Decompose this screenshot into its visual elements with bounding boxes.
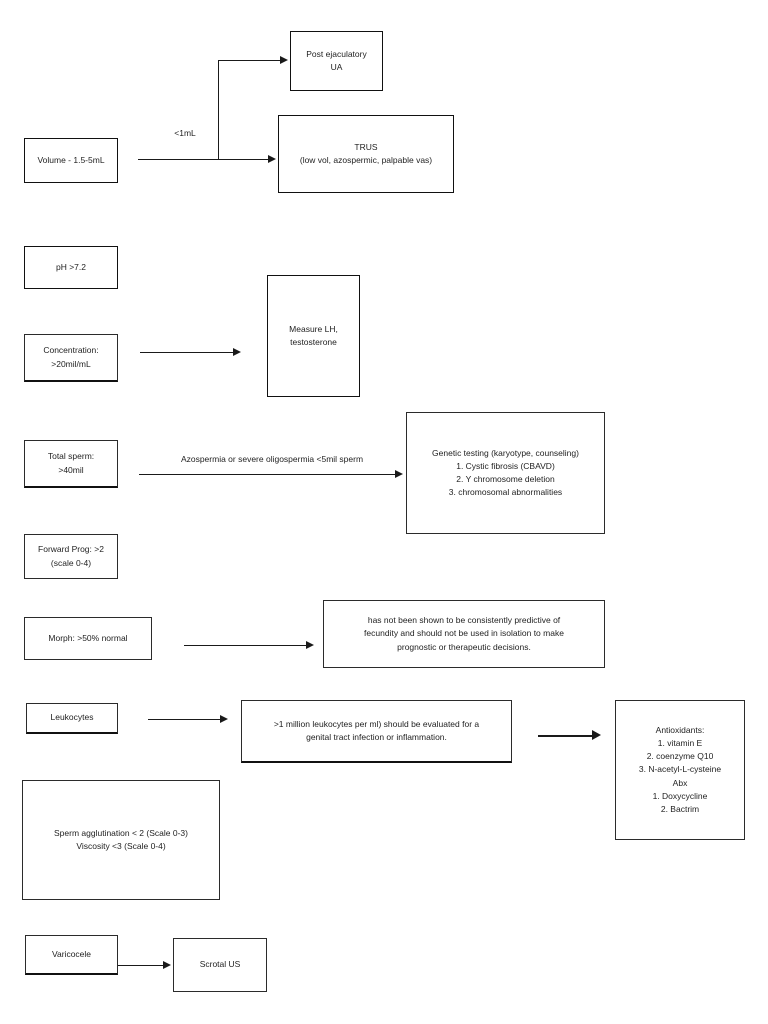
edge-volume-riser [218,60,219,160]
node-ph: pH >7.2 [24,246,118,289]
node-treatment-text: Antioxidants: 1. vitamin E 2. coenzyme Q… [638,724,722,814]
node-measure-lh-text: Measure LH, testosterone [289,323,338,347]
edge-leukocytes-to-note [148,719,223,720]
edge-label-azospermia: Azospermia or severe oligospermia <5mil … [180,454,364,464]
node-morph-note-text: has not been shown to be consistently pr… [364,615,564,652]
node-post-ejaculatory-ua: Post ejaculatory UA [290,31,383,91]
node-scrotal-us: Scrotal US [173,938,267,992]
node-agglutination: Sperm agglutination < 2 (Scale 0-3) Visc… [22,780,220,900]
node-forward-prog-text: Forward Prog: >2 (scale 0-4) [38,544,104,568]
node-trus-text: TRUS (low vol, azospermic, palpable vas) [299,141,433,165]
arrowhead-concentration-to-lh [233,348,241,356]
node-leukocytes: Leukocytes [26,703,118,734]
node-trus: TRUS (low vol, azospermic, palpable vas) [278,115,454,193]
edge-volume-to-trus [218,159,270,160]
node-volume: Volume - 1.5-5mL [24,138,118,183]
node-varicocele-text: Varicocele [51,948,92,959]
node-post-ejaculatory-ua-text: Post ejaculatory UA [306,48,367,72]
edge-concentration-to-lh [140,352,235,353]
node-genetic-testing-text: Genetic testing (karyotype, counseling) … [432,447,579,498]
node-forward-prog: Forward Prog: >2 (scale 0-4) [24,534,118,579]
node-leukocytes-note-text: >1 million leukocytes per ml) should be … [273,718,480,742]
arrowhead-volume-to-trus [268,155,276,163]
node-morph: Morph: >50% normal [24,617,152,660]
arrowhead-volume-to-ua [280,56,288,64]
node-concentration: Concentration: >20mil/mL [24,334,118,382]
edge-total-sperm-to-genetics [139,474,397,475]
arrowhead-note-to-treatment [592,730,601,740]
node-leukocytes-note: >1 million leukocytes per ml) should be … [241,700,512,763]
arrowhead-leukocytes-to-note [220,715,228,723]
node-measure-lh: Measure LH, testosterone [267,275,360,397]
node-genetic-testing: Genetic testing (karyotype, counseling) … [406,412,605,534]
node-total-sperm-text: Total sperm: >40mil [47,451,95,475]
node-scrotal-us-text: Scrotal US [199,959,241,970]
node-varicocele: Varicocele [25,935,118,975]
node-morph-note: has not been shown to be consistently pr… [323,600,605,668]
node-agglutination-text: Sperm agglutination < 2 (Scale 0-3) Visc… [54,827,188,851]
node-ph-text: pH >7.2 [55,261,86,272]
node-morph-text: Morph: >50% normal [48,632,128,643]
edge-morph-to-note [184,645,309,646]
node-total-sperm: Total sperm: >40mil [24,440,118,488]
arrowhead-morph-to-note [306,641,314,649]
edge-volume-stem [138,159,218,160]
edge-label-volume-branch: <1mL [174,128,196,138]
edge-varicocele-to-scrotal-us [118,965,166,966]
node-leukocytes-text: Leukocytes [50,712,94,723]
edge-note-to-treatment [538,735,596,737]
arrowhead-varicocele-to-scrotal-us [163,961,171,969]
node-concentration-text: Concentration: >20mil/mL [43,345,99,369]
edge-volume-to-ua [218,60,282,61]
node-volume-text: Volume - 1.5-5mL [37,154,105,165]
node-treatment: Antioxidants: 1. vitamin E 2. coenzyme Q… [615,700,745,840]
arrowhead-total-sperm-to-genetics [395,470,403,478]
